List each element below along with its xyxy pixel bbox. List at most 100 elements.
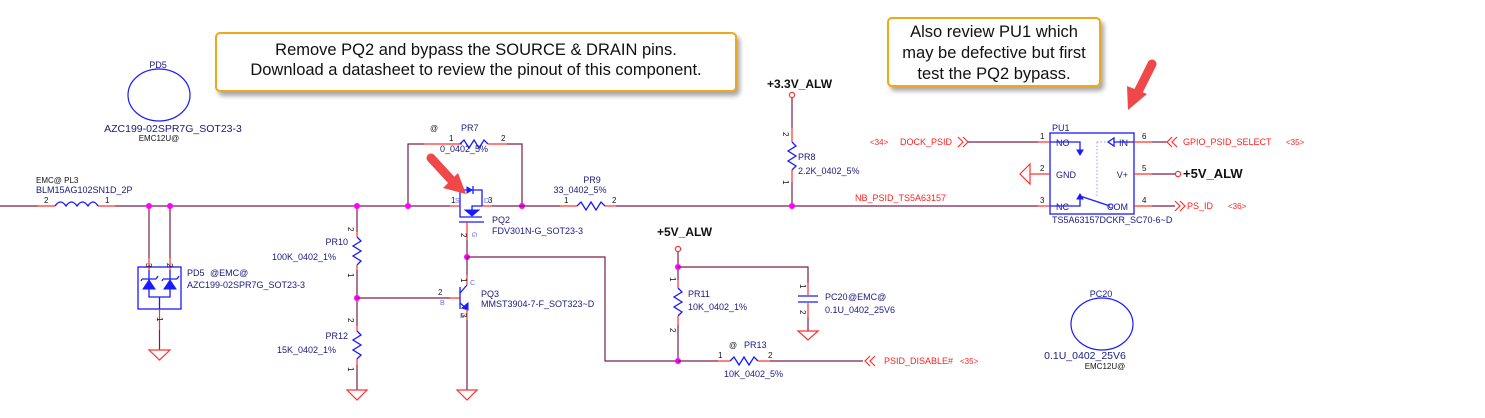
pr11-pin1: 1 [668,277,677,282]
net-dock-psid-page: <34> [870,138,889,147]
net-nb-psid: NB_PSID_TS5A63157 [855,193,946,203]
pr11-value: 10K_0402_1% [688,302,747,312]
wire [507,143,523,206]
pr12-resistor[interactable]: 2 1 PR12 15K_0402_1% [277,318,363,372]
ghost-pd5-ref: PD5 [149,60,167,70]
pr10-ref: PR10 [325,237,348,247]
pr11-resistor[interactable]: 1 2 PR11 10K_0402_1% [668,277,747,333]
pr7-variant: @ [430,124,438,133]
offpage-connector-icon [1174,200,1186,212]
pu1-pin1: 1 [1040,132,1045,141]
pu1-name-com: COM [1107,202,1128,212]
pu1-name-no: NO [1056,138,1070,148]
inductor-coil [54,201,99,208]
ghost-pc20-ref: PC20 [1090,289,1113,299]
pu1-pin3: 3 [1040,196,1045,205]
pr8-pin2: 2 [781,132,790,137]
pr9-pin2: 2 [612,196,617,205]
pu1-name-in: IN [1119,138,1128,148]
pd5-pin2: 2 [165,263,174,268]
pd5-esd-diode[interactable]: 3 2 1 PD5 @EMC@ AZC199-02SPR7G_SOT23-3 [137,206,305,361]
ghost-pc20-outline [1070,297,1134,351]
pu1-pin6: 6 [1142,132,1147,141]
diode-links [148,270,171,309]
collector-leg [459,284,468,294]
pq3-transistor[interactable]: 2 B 1 C 3 E PQ3 MMST3904-7-F_SOT323~D [438,257,595,320]
resistor-zigzag [351,330,363,360]
pr13-variant: @ [729,341,737,350]
callout-line: Also review PU1 which [910,23,1078,41]
pq2-mosfet[interactable]: 1 S 3 D 2 G PQ2 FDV301N-G_SOT23-3 [450,186,583,240]
pd5-pin1: 1 [155,317,164,322]
pr7-resistor[interactable]: @ PR7 1 2 0_0402_5% [424,123,507,154]
net-psid-disable-page: <35> [960,357,979,366]
resistor-zigzag [729,355,759,367]
pc20-ref: PC20 [825,292,848,302]
pu1-analog-switch[interactable]: PU1 1 2 3 6 5 4 NO GND NC IN V+ COM TS5A… [1030,123,1173,225]
power-port-icon [788,91,796,99]
emitter-arrow [460,301,469,311]
pl3-ref: EMC@ PL3 [36,176,79,185]
pr12-pin1: 1 [346,367,355,372]
channel-arrow [463,209,481,217]
pr13-pin2: 2 [768,351,773,360]
junction-dot [146,203,152,209]
pr13-ref: PR13 [744,340,767,350]
pd5-pin3: 3 [144,263,153,268]
ground-icon [1019,162,1031,186]
callout-line: Remove PQ2 and bypass the SOURCE & DRAIN… [275,41,677,59]
pc20-capacitor[interactable]: 1 2 PC20 @EMC@ 0.1U_0402_25V6 [798,283,895,317]
ground-icon [796,330,820,341]
pr8-value: 2.2K_0402_5% [798,166,860,176]
pu1-value: TS5A63157DCKR_SC70-6~D [1052,215,1173,225]
pd5-value: AZC199-02SPR7G_SOT23-3 [187,280,305,290]
pr8-resistor[interactable]: 2 1 PR8 2.2K_0402_5% [781,128,860,185]
ground-icon [455,389,479,401]
pq3-name-e: E [460,313,465,320]
arrow-to-pu1-icon [1127,59,1157,110]
pl3-inductor[interactable]: EMC@ PL3 BLM15AG102SN1D_2P 2 1 [36,176,133,208]
pr12-pin2: 2 [346,318,355,323]
wire [678,266,809,283]
switch-arrow-icon [1076,149,1084,156]
pr10-pin2: 2 [346,227,355,232]
net-psid-disable: PSID_DISABLE# [884,356,953,366]
rail-3v3-label: +3.3V_ALW [767,77,833,91]
pr11-ref: PR11 [688,289,710,299]
junction-dot [354,203,360,209]
rail-5v-mid-label: +5V_ALW [657,225,713,239]
pu1-pin4: 4 [1142,196,1147,205]
ghost-pc20-variant: EMC12U@ [1085,362,1126,371]
pr12-ref: PR12 [325,331,348,341]
net-ps-id: PS_ID [1187,201,1214,211]
pu1-name-vplus: V+ [1117,170,1128,180]
resistor-zigzag [672,287,684,317]
pq3-pin1: 1 [459,278,468,283]
resistor-zigzag [786,141,798,171]
pr13-pin1: 1 [718,351,723,360]
switch-nc-path [1050,198,1081,207]
pr13-resistor[interactable]: @ PR13 1 2 10K_0402_5% [718,340,783,379]
power-port-icon [674,245,682,253]
pr7-pin1: 1 [449,134,454,143]
pl3-value: BLM15AG102SN1D_2P [36,185,133,195]
pq2-name-g: G [470,232,477,237]
pu1-pin5: 5 [1142,164,1147,173]
ghost-pc20: PC20 0.1U_0402_25V6 EMC12U@ [1044,289,1134,371]
callout-line: test the PQ2 bypass. [917,65,1071,83]
ground-icon [147,349,172,361]
pr9-resistor[interactable]: PR9 33_0402_5% 1 2 [553,175,617,212]
power-port-icon [1174,170,1182,178]
pc20-pin1: 1 [798,284,807,289]
rail-5v-pu1-label: +5V_ALW [1183,166,1243,181]
pd5-ref: PD5 [187,268,205,278]
pq2-pin3: 3 [488,196,493,205]
pq2-name-s: S [455,198,460,205]
callout-line: Download a datasheet to review the pinou… [250,61,702,79]
pq2-name-d: D [484,198,489,205]
pr10-resistor[interactable]: 2 1 PR10 100K_0402_1% [272,206,363,278]
pq2-ref: PQ2 [492,215,510,225]
callout-line: may be defective but first [902,44,1086,62]
net-gpio-psid-select-page: <35> [1286,138,1305,147]
pr10-value: 100K_0402_1% [272,252,336,262]
